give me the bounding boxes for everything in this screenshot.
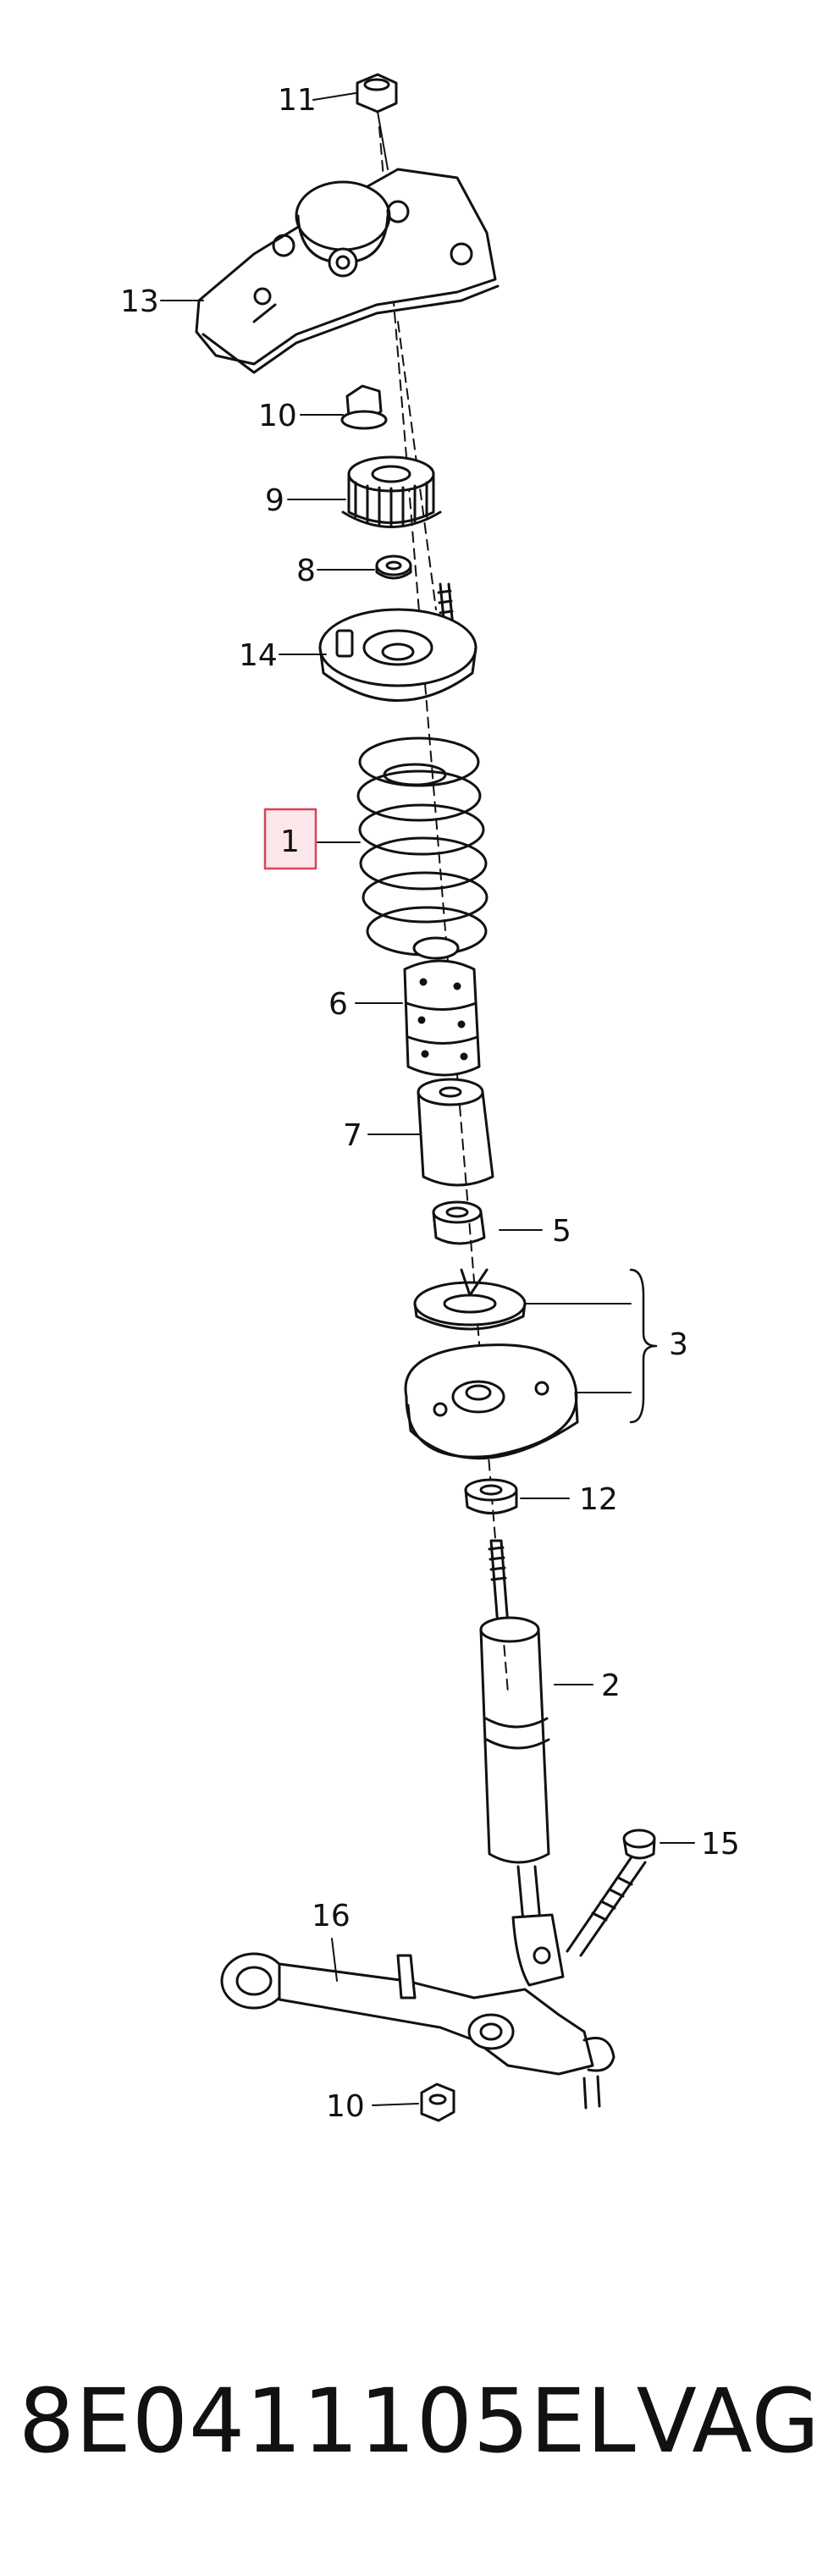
part-7-protection-tube	[417, 1078, 494, 1187]
callout-7[interactable]: 7	[343, 1118, 362, 1153]
part-13-top-mount	[195, 168, 500, 374]
callout-14[interactable]: 14	[239, 638, 278, 673]
part-10-nut-bottom	[420, 2082, 455, 2122]
callout-6[interactable]: 6	[328, 987, 348, 1022]
callout-10-bottom[interactable]: 10	[326, 2089, 365, 2124]
leader-lines	[160, 92, 695, 2106]
part-3-seat-plate	[404, 1343, 579, 1460]
part-3-seat-ring	[413, 1268, 527, 1331]
callout-1[interactable]: 1	[280, 825, 300, 859]
callout-8[interactable]: 8	[296, 554, 316, 588]
callout-5[interactable]: 5	[552, 1214, 571, 1249]
callout-2[interactable]: 2	[601, 1669, 621, 1703]
part-11-nut	[356, 73, 398, 170]
part-number: 8E0411105EL	[19, 2369, 637, 2473]
part-9-bearing	[341, 455, 442, 528]
part-6-bump-stop	[403, 936, 481, 1077]
callout-3[interactable]: 3	[669, 1327, 688, 1362]
callout-16[interactable]: 16	[312, 1899, 351, 1933]
brand-name: VAG	[636, 2369, 817, 2473]
part-8-washer	[375, 554, 412, 580]
part-5-sleeve	[432, 1200, 486, 1245]
callout-13[interactable]: 13	[120, 284, 159, 319]
callout-12[interactable]: 12	[579, 1482, 618, 1517]
callout-11[interactable]: 11	[278, 83, 317, 118]
part-1-coil-spring	[356, 736, 489, 957]
part-12-bushing	[464, 1478, 518, 1514]
callout-15[interactable]: 15	[701, 1827, 740, 1862]
callout-10-top[interactable]: 10	[258, 399, 297, 433]
part-16-control-arm	[220, 1952, 616, 2110]
caption-bar: 8E0411105EL VAG	[19, 2362, 817, 2480]
suspension-exploded-diagram: 11 13 10 9 8 14 1 6 7 5 3 12 2 15 16 10	[120, 73, 740, 2124]
part-2-shock-absorber	[479, 1539, 565, 1987]
callout-1-highlight	[263, 808, 317, 870]
callout-3-bracket	[629, 1268, 658, 1424]
part-15-bolt	[566, 1829, 656, 1957]
callout-9[interactable]: 9	[265, 483, 284, 518]
part-10-flange-nut-top	[340, 384, 388, 430]
part-14-spring-seat	[318, 608, 478, 702]
